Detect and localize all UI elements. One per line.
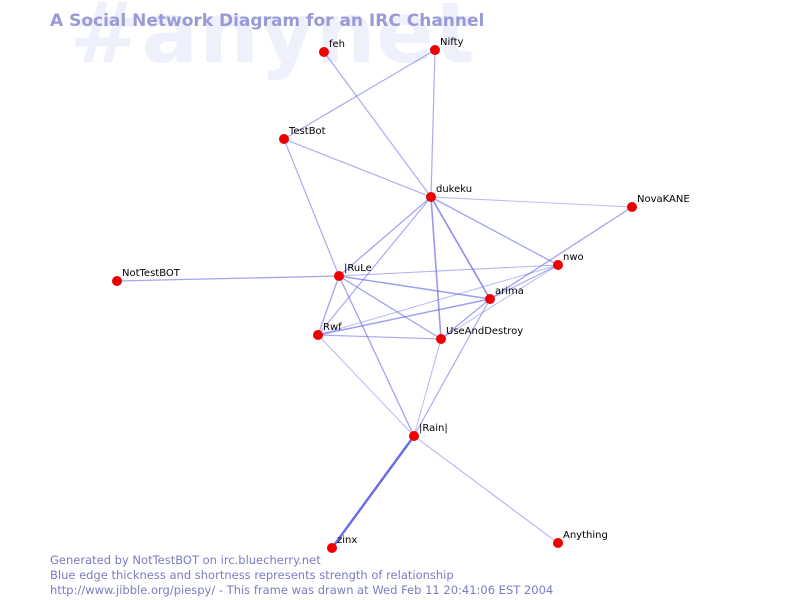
edge-dukeku-UseAndDestroy	[430, 196, 442, 340]
edge-Rwf-UseAndDestroy	[317, 334, 442, 340]
edge-IRule-nwo	[338, 264, 559, 277]
node-label: NotTestBOT	[122, 268, 181, 279]
edge-layer	[116, 49, 633, 550]
edge-NovaKANE-arima	[489, 206, 633, 300]
node-dukeku: dukeku	[426, 184, 472, 202]
footer-generated-by: Generated by NotTestBOT on irc.bluecherr…	[50, 553, 321, 567]
node-dot	[485, 294, 495, 304]
edge-dukeku-IRule	[338, 196, 432, 277]
node-label: dukeku	[436, 184, 472, 195]
edge-Rain-zinx	[330, 434, 416, 550]
edge-dukeku-arima	[430, 196, 491, 300]
edge-nwo-Rwf	[317, 264, 559, 336]
node-Rain: |Rain|	[409, 423, 448, 441]
edge-IRule-Rwf	[317, 275, 340, 336]
footer: Generated by NotTestBOT on irc.bluecherr…	[50, 553, 553, 598]
edge-IRule-Rain	[338, 275, 415, 437]
node-Nifty: Nifty	[430, 37, 464, 55]
edge-arima-UseAndDestroy	[440, 298, 491, 340]
node-IRule: |RuLe	[334, 263, 372, 281]
edge-nwo-arima	[489, 264, 559, 300]
edge-Rain-Anything	[413, 435, 559, 544]
channel-watermark: #anynet	[70, 0, 476, 82]
node-dot	[436, 334, 446, 344]
node-label: UseAndDestroy	[446, 326, 523, 337]
node-nwo: nwo	[553, 252, 584, 270]
edge-dukeku-nwo	[430, 196, 559, 266]
node-dot	[319, 47, 329, 57]
node-dot	[553, 260, 563, 270]
node-NotTestBOT: NotTestBOT	[112, 268, 181, 286]
edge-TestBot-IRule	[283, 138, 340, 277]
node-dot	[426, 192, 436, 202]
node-label: Nifty	[440, 37, 464, 48]
edge-IRule-UseAndDestroy	[338, 275, 442, 340]
edge-IRule-arima	[338, 275, 491, 300]
node-feh: feh	[319, 39, 345, 57]
node-Rwf: Rwf	[313, 322, 342, 340]
node-arima: arima	[485, 286, 524, 304]
edge-TestBot-dukeku	[283, 138, 432, 198]
footer-legend-note: Blue edge thickness and shortness repres…	[50, 568, 454, 582]
edge-arima-Rwf	[317, 298, 491, 336]
edge-arima-Rain	[413, 298, 491, 437]
node-dot	[430, 45, 440, 55]
node-dot	[279, 134, 289, 144]
edge-feh-dukeku	[323, 51, 432, 198]
footer-url-timestamp: http://www.jibble.org/piespy/ - This fra…	[50, 583, 554, 597]
edge-Nifty-dukeku	[430, 49, 436, 198]
edge-NotTestBOT-IRule	[116, 275, 340, 282]
node-dot	[409, 431, 419, 441]
node-label: NovaKANE	[637, 194, 690, 205]
edge-UseAndDestroy-Rain	[413, 338, 442, 437]
node-label: arima	[495, 286, 524, 297]
node-label: TestBot	[288, 126, 326, 137]
edge-Rwf-Rain	[317, 334, 415, 437]
edge-Nifty-TestBot	[283, 49, 436, 140]
node-UseAndDestroy: UseAndDestroy	[436, 326, 523, 344]
node-label: |Rain|	[419, 423, 448, 434]
node-dot	[327, 543, 337, 553]
node-label: feh	[329, 39, 345, 50]
node-dot	[313, 330, 323, 340]
node-label: Anything	[563, 530, 608, 541]
diagram-title: A Social Network Diagram for an IRC Chan…	[50, 11, 485, 31]
node-label: |RuLe	[344, 263, 372, 274]
node-NovaKANE: NovaKANE	[627, 194, 690, 212]
node-TestBot: TestBot	[279, 126, 326, 144]
edge-dukeku-Rwf	[317, 196, 432, 336]
edge-dukeku-NovaKANE	[430, 196, 633, 208]
node-dot	[627, 202, 637, 212]
node-dot	[334, 271, 344, 281]
edge-nwo-UseAndDestroy	[440, 264, 559, 340]
node-zinx: zinx	[327, 535, 357, 553]
node-label: zinx	[337, 535, 357, 546]
node-label: nwo	[563, 252, 584, 263]
node-label: Rwf	[323, 322, 342, 333]
node-dot	[553, 538, 563, 548]
node-Anything: Anything	[553, 530, 608, 548]
node-dot	[112, 276, 122, 286]
